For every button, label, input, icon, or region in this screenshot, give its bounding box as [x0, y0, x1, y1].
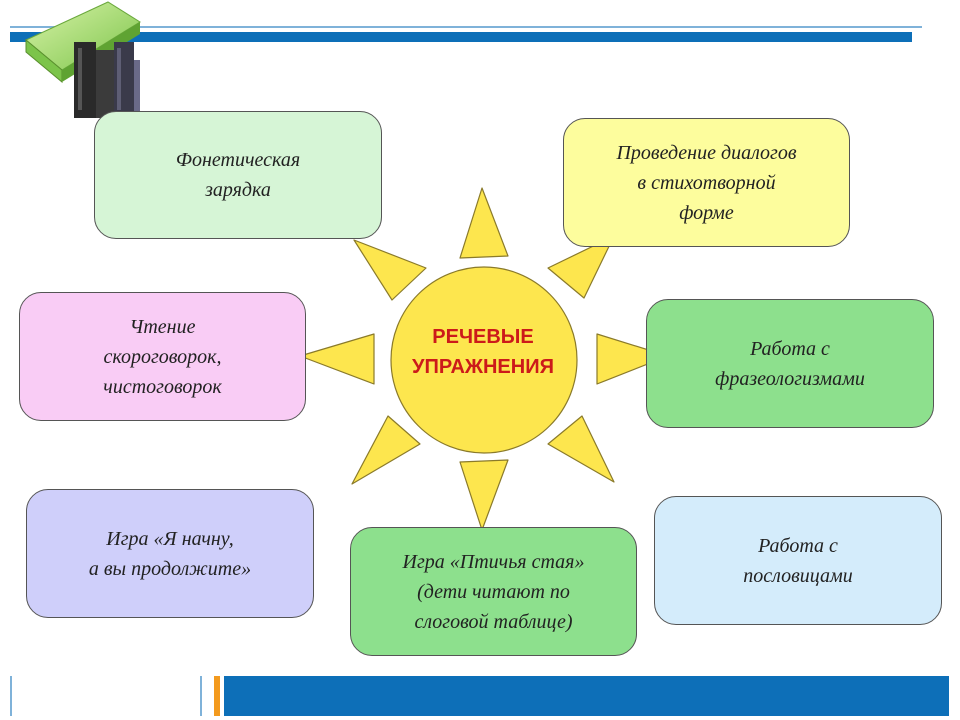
sun-ray-top-left — [353, 239, 427, 301]
books-icon — [25, 1, 141, 118]
top-divider-bar — [10, 32, 912, 42]
bottom-divider-line — [200, 676, 202, 716]
sun-ray-left — [299, 333, 375, 385]
bottom-accent-bar — [214, 676, 220, 716]
center-title: РЕЧЕВЫЕ УПРАЖНЕНИЯ — [412, 326, 554, 378]
box-proverbs: Работа с пословицами — [654, 496, 942, 625]
top-divider-thin — [10, 26, 922, 28]
sun-ray-bottom-right — [547, 415, 615, 483]
box-poetic-dialogues: Проведение диалогов в стихотворной форме — [563, 118, 850, 247]
bottom-divider-bar — [224, 676, 949, 716]
box-idioms: Работа с фразеологизмами — [646, 299, 934, 428]
sun-ray-bottom-left — [351, 415, 421, 485]
sun-ray-top-right — [547, 235, 615, 299]
box-tongue-twisters: Чтение скороговорок, чистоговорок — [19, 292, 306, 421]
box-game-bird-flock: Игра «Птичья стая» (дети читают по слого… — [350, 527, 637, 656]
sun-ray-bottom — [459, 459, 509, 531]
sun-core — [390, 266, 578, 454]
bottom-divider-line — [10, 676, 12, 716]
box-phonetic-warmup: Фонетическая зарядка — [94, 111, 382, 239]
sun-ray-right — [596, 333, 669, 385]
box-game-i-begin: Игра «Я начну, а вы продолжите» — [26, 489, 314, 618]
sun-ray-top — [459, 187, 509, 259]
